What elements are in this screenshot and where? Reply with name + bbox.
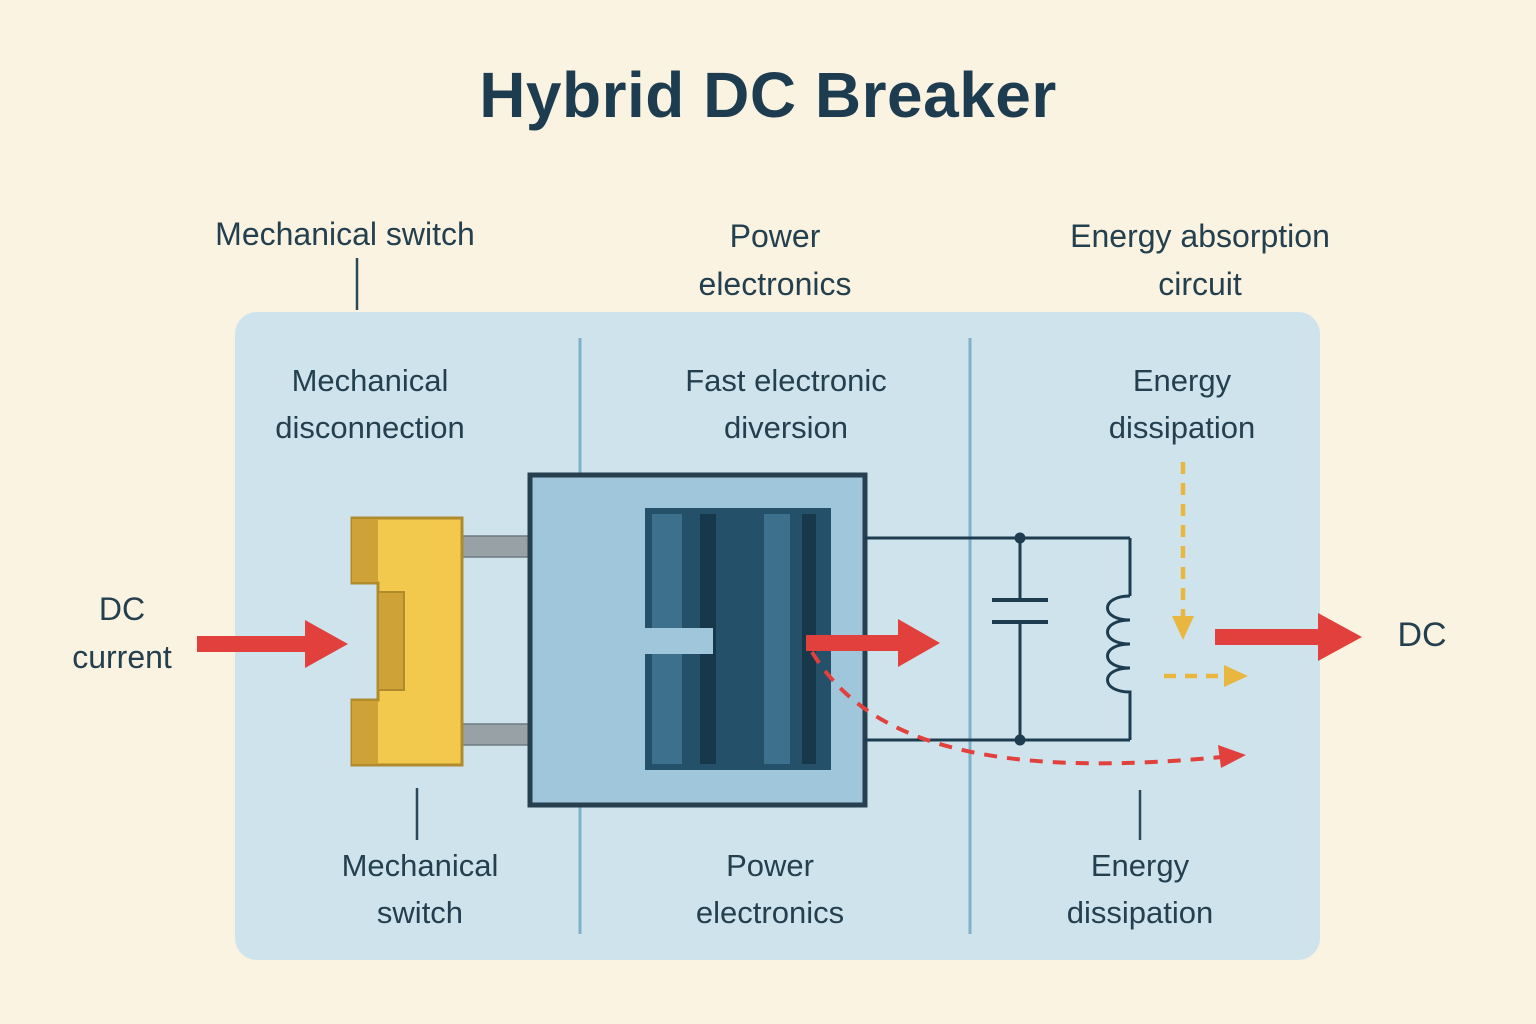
diversion-flow-arrow <box>806 619 940 667</box>
fault-current-arrowhead <box>1218 745 1246 768</box>
semiconductor-gap-slot <box>645 628 713 654</box>
bottom-label-mechanical-switch: Mechanical switch <box>341 848 499 930</box>
top-label-energy-absorption-circuit: Energy absorption circuit <box>1070 218 1330 302</box>
switch-contact-tooth <box>377 591 405 691</box>
mechanical-switch-contact <box>350 516 464 767</box>
section-header-mechanical-disconnection: Mechanical disconnection <box>275 363 465 445</box>
dc-output-label: DC <box>1397 616 1447 654</box>
inductor-symbol <box>1106 594 1132 740</box>
semiconductor-bar-3 <box>764 514 790 764</box>
diagram-title: Hybrid DC Breaker <box>479 59 1057 131</box>
dc-current-input-label: DC current <box>72 591 172 675</box>
dissipation-arrowhead-right <box>1224 665 1248 687</box>
junction-dot-top <box>1014 532 1026 544</box>
dc-output-arrow <box>1215 613 1362 661</box>
energy-absorption-circuit <box>865 536 1132 742</box>
bottom-label-power-electronics: Power electronics <box>695 848 845 930</box>
section-header-energy-dissipation: Energy dissipation <box>1108 363 1256 445</box>
top-label-power-electronics: Power electronics <box>698 218 852 302</box>
dc-input-arrow <box>197 620 348 668</box>
section-header-fast-electronic-diversion: Fast electronic diversion <box>685 363 887 445</box>
bottom-label-energy-dissipation: Energy dissipation <box>1066 848 1214 930</box>
junction-dot-bottom <box>1014 734 1026 746</box>
top-label-mechanical-switch: Mechanical switch <box>215 216 475 252</box>
dissipation-arrowhead-down <box>1172 616 1194 640</box>
switch-contact-tip-bottom <box>352 701 378 764</box>
switch-contact-tip-top <box>352 519 378 582</box>
